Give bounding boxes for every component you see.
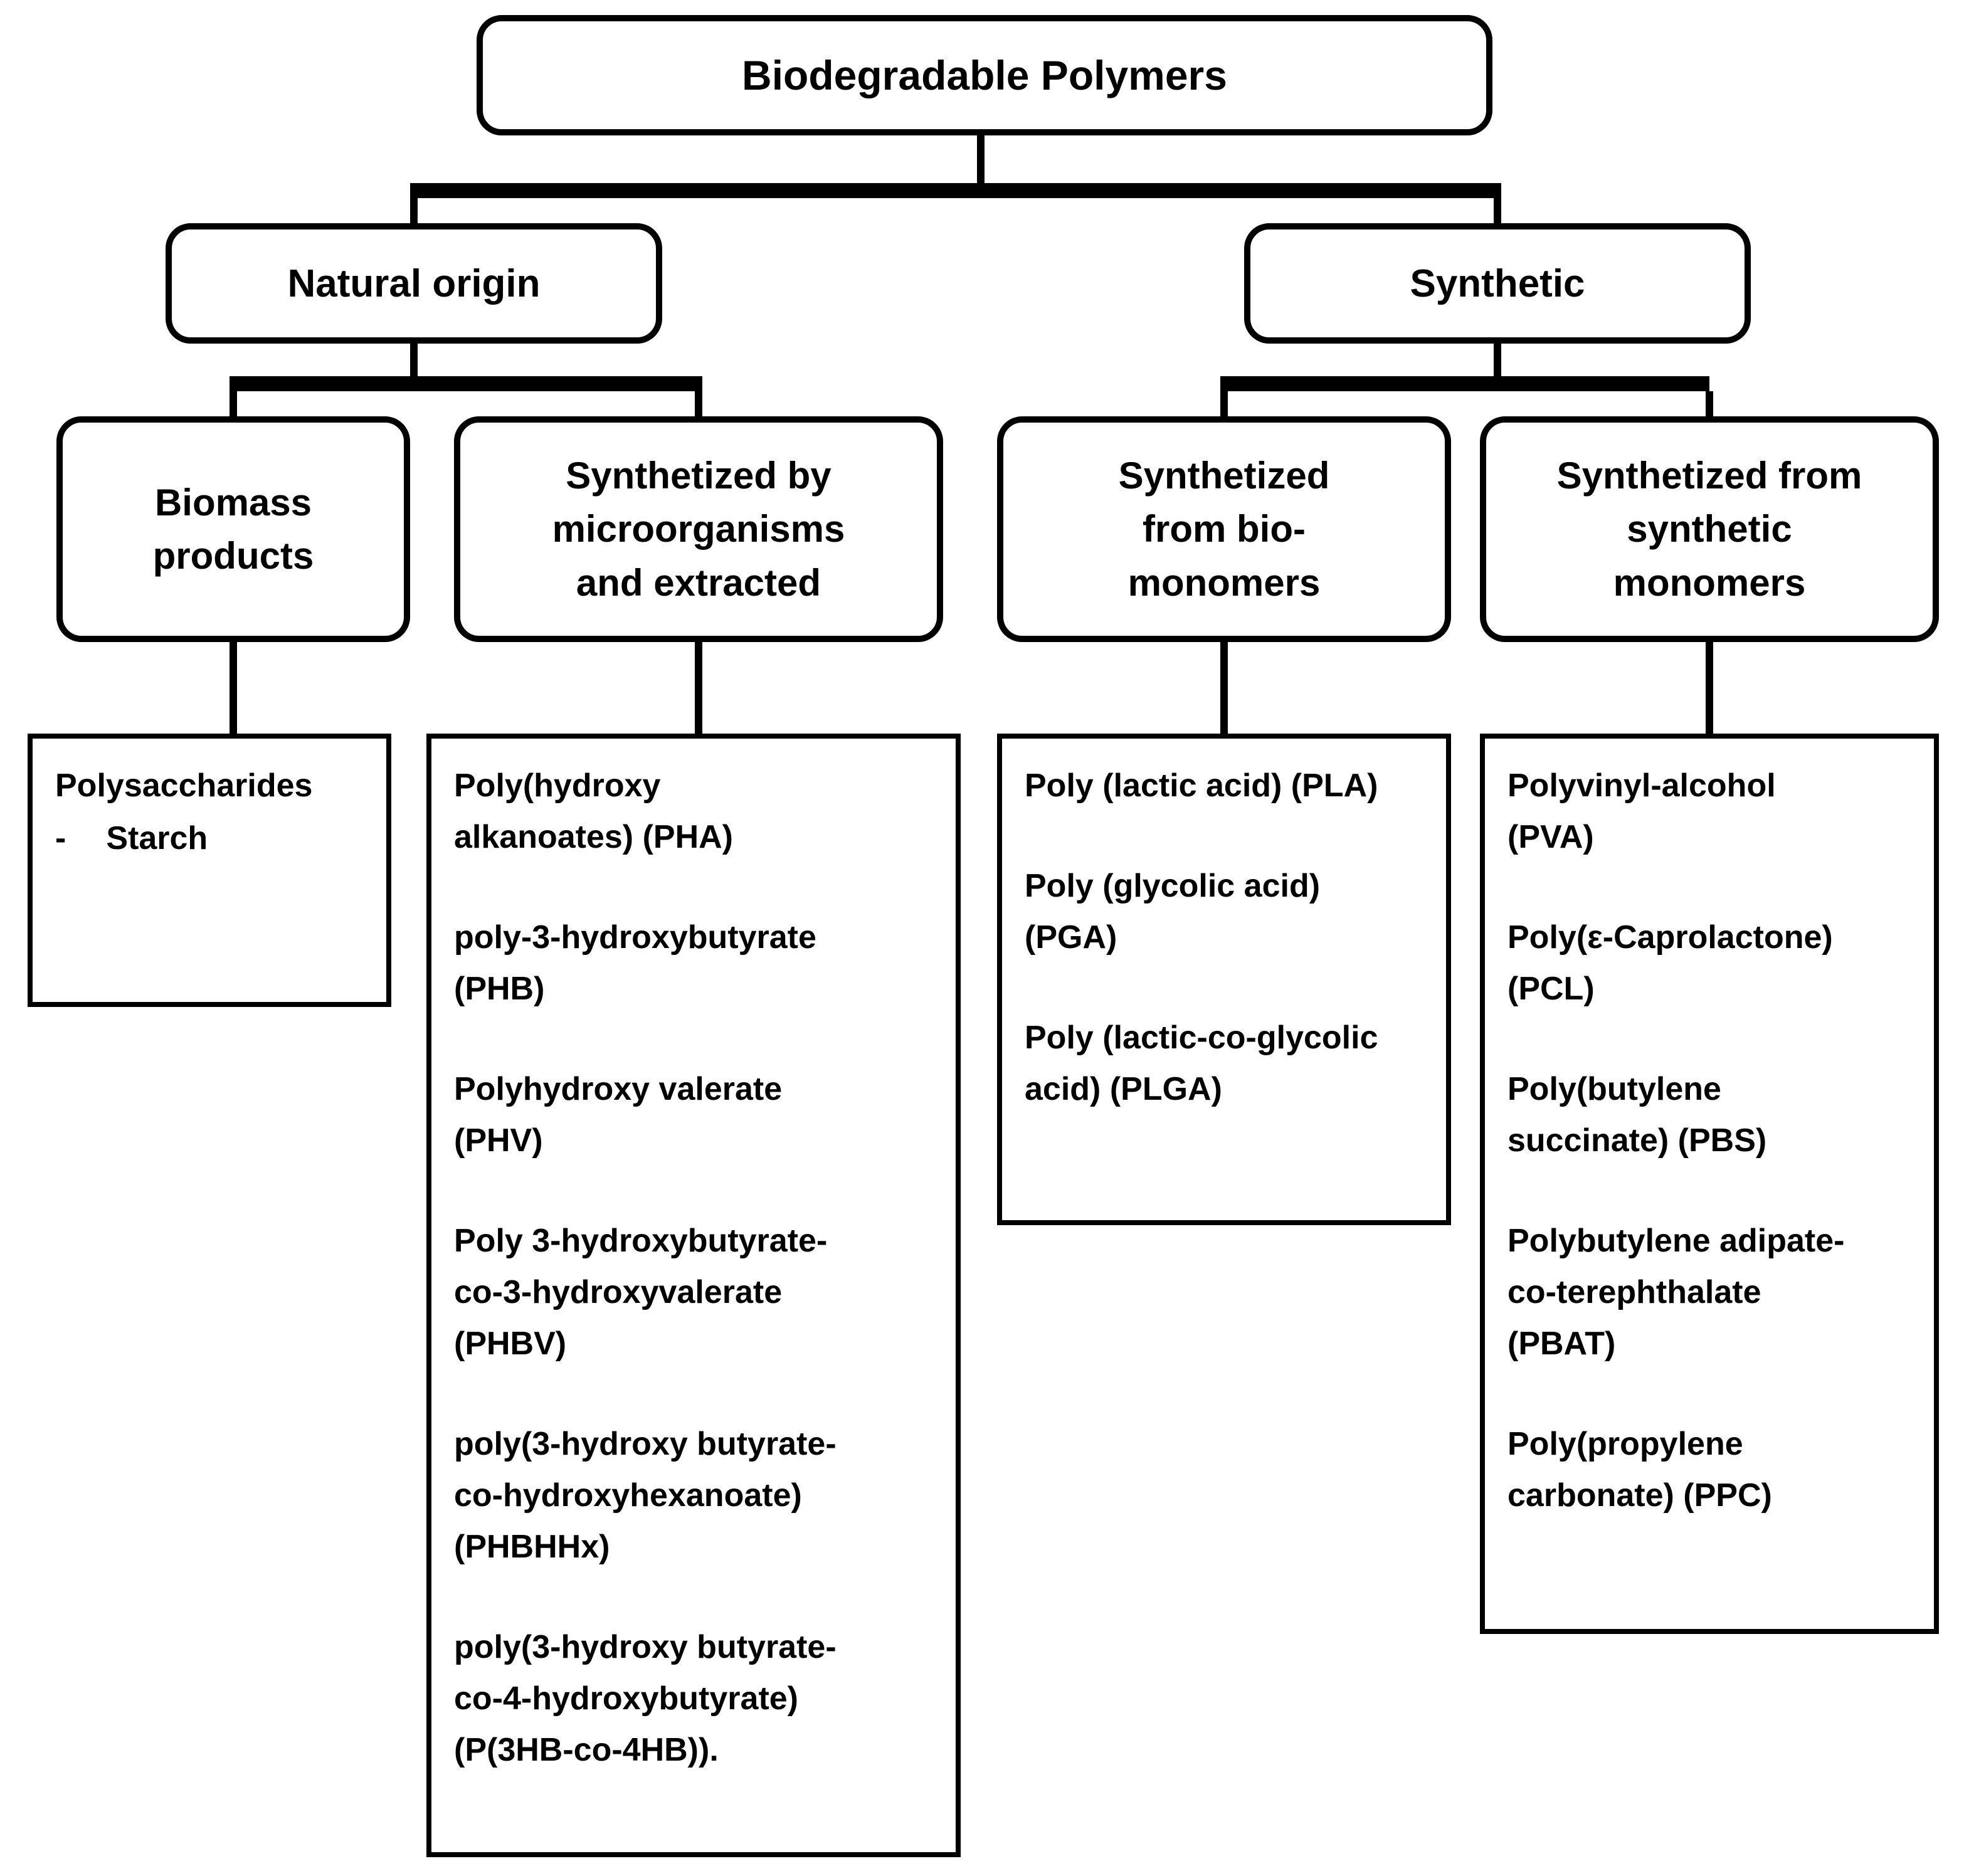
polymer-item: Poly(ε-Caprolactone) (PCL): [1507, 919, 1833, 1007]
polymer-item: poly(3-hydroxy butyrate- co-4-hydroxybut…: [454, 1629, 837, 1768]
node-biomass-products: Biomass products: [56, 416, 410, 642]
polymer-item: Poly (lactic-co-glycolic acid) (PLGA): [1025, 1020, 1378, 1107]
connector-biomass-drop: [230, 391, 237, 416]
connector-level1-bar: [410, 183, 1501, 198]
polymer-item: Poly(hydroxy alkanoates) (PHA): [454, 767, 733, 855]
polymer-item: Polybutylene adipate- co-terephthalate (…: [1507, 1223, 1845, 1362]
polymer-item: Poly(propylene carbonate) (PPC): [1507, 1426, 1772, 1514]
list-biomass-items: Polysaccharides - Starch: [28, 734, 391, 1007]
list-microorganism-polymers: Poly(hydroxy alkanoates) (PHA) poly-3-hy…: [426, 734, 961, 1857]
node-synthetized-by-microorganisms: Synthetized by microorganisms and extrac…: [454, 416, 943, 642]
connector-biomono-leaf: [1220, 642, 1228, 734]
connector-natural-drop: [410, 198, 418, 223]
node-synthetized-from-bio-monomers: Synthetized from bio- monomers: [997, 416, 1451, 642]
connector-synthetic-bar: [1220, 376, 1709, 391]
connector-micro-leaf: [695, 642, 702, 734]
connector-biomass-leaf: [230, 642, 237, 734]
connector-synmono-drop: [1706, 391, 1713, 416]
connector-micro-drop: [695, 391, 702, 416]
bullet-dash: -: [55, 820, 66, 856]
connector-root-stem: [977, 135, 985, 183]
polymer-item: Poly (glycolic acid) (PGA): [1025, 868, 1321, 956]
node-natural-origin: Natural origin: [166, 223, 662, 344]
starch-bullet-row: - Starch: [55, 813, 364, 864]
connector-biomono-drop: [1220, 391, 1228, 416]
polymer-item: Poly (lactic acid) (PLA): [1025, 767, 1378, 804]
polymer-item: poly-3-hydroxybutyrate (PHB): [454, 919, 816, 1007]
connector-synthetic-drop: [1494, 198, 1501, 223]
list-synthetic-monomer-polymers: Polyvinyl-alcohol (PVA) Poly(ε-Caprolact…: [1480, 734, 1939, 1634]
polymer-item: Polyvinyl-alcohol (PVA): [1507, 767, 1776, 855]
node-root: Biodegradable Polymers: [477, 15, 1492, 135]
node-synthetized-from-synthetic-monomers: Synthetized from synthetic monomers: [1480, 416, 1939, 642]
polymer-item: Poly 3-hydroxybutyrate- co-3-hydroxyvale…: [454, 1223, 828, 1362]
connector-natural-bar: [230, 376, 702, 391]
polymer-item: Poly(butylene succinate) (PBS): [1507, 1071, 1767, 1159]
polymer-item: Starch: [106, 820, 208, 856]
polymer-item: poly(3-hydroxy butyrate- co-hydroxyhexan…: [454, 1426, 837, 1565]
connector-natural-stem: [410, 344, 418, 376]
list-bio-monomer-polymers: Poly (lactic acid) (PLA) Poly (glycolic …: [997, 734, 1451, 1225]
connector-synmono-leaf: [1706, 642, 1713, 734]
polysaccharides-heading: Polysaccharides: [55, 767, 313, 804]
connector-synthetic-stem: [1494, 344, 1501, 376]
polymer-item: Polyhydroxy valerate (PHV): [454, 1071, 783, 1159]
node-synthetic: Synthetic: [1244, 223, 1751, 344]
